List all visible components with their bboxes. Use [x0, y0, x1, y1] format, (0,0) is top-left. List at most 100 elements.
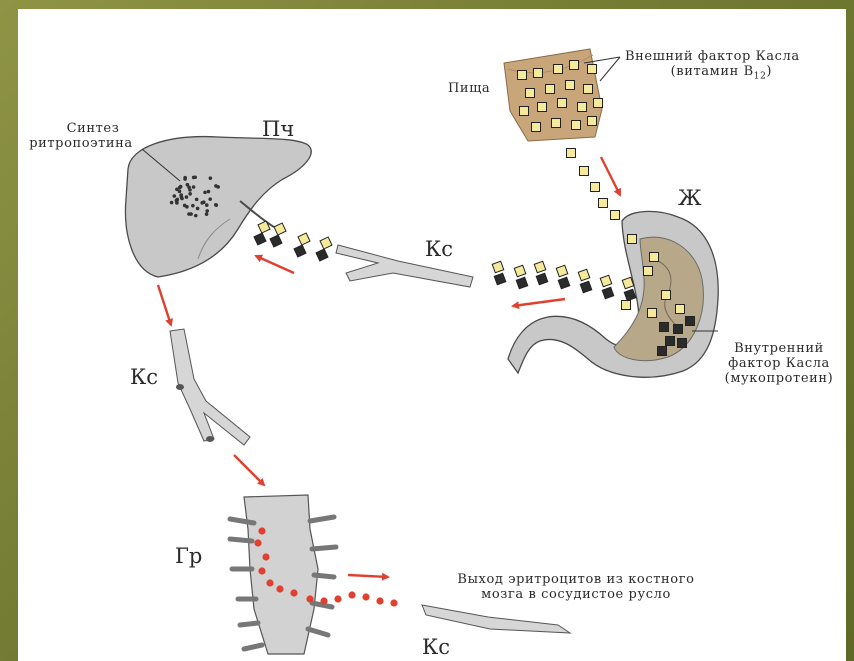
- vitamin-square: [520, 107, 529, 116]
- vitamin-square: [532, 123, 541, 132]
- vitamin-square: [572, 121, 581, 130]
- spine-illustration: [230, 495, 336, 654]
- synthesis-dot: [207, 190, 211, 194]
- erythrocyte-dot: [348, 591, 355, 598]
- stomach-label: Ж: [678, 186, 702, 210]
- vitamin-square: [580, 167, 589, 176]
- vitamin-square: [566, 81, 575, 90]
- vitamin-square: [518, 71, 527, 80]
- synthesis-dot: [214, 203, 218, 207]
- intrinsic-factor-square: [536, 273, 548, 285]
- vessel-left-label: Кс: [130, 365, 158, 389]
- synthesis-dot: [172, 194, 176, 198]
- liver-label: Пч: [262, 117, 294, 141]
- vitamin-square: [676, 305, 685, 314]
- synthesis-dot: [205, 203, 209, 207]
- liver-illustration: [125, 137, 311, 277]
- intrinsic-factor-square: [494, 273, 506, 285]
- synthesis-dot: [205, 209, 209, 213]
- vitamin-square: [584, 85, 593, 94]
- vitamin-square: [578, 269, 590, 281]
- internal-factor-label: Внутренний фактор Касла (мукопротеин): [712, 341, 846, 386]
- arrow-liver-to-vessel: [158, 285, 171, 325]
- erythrocyte-dot: [290, 589, 297, 596]
- intrinsic-factor-square: [558, 277, 570, 289]
- synthesis-dot: [203, 191, 207, 195]
- intrinsic-factor-square: [624, 289, 636, 301]
- intrinsic-factor-square: [660, 323, 669, 332]
- vitamin-square: [622, 301, 631, 310]
- erythrocyte-dot: [258, 567, 265, 574]
- erythrocyte-dot: [254, 539, 261, 546]
- vitamin-square: [538, 103, 547, 112]
- vessel-bottom-illustration: [422, 605, 570, 633]
- erythrocyte-dot: [362, 593, 369, 600]
- vitamin-square: [567, 149, 576, 158]
- intrinsic-factor-square: [270, 235, 282, 247]
- vitamin-square: [591, 183, 600, 192]
- arrow-vessel-to-marrow: [234, 455, 264, 485]
- vessel-bottom-label: Кс: [422, 635, 450, 659]
- intrinsic-factor-square: [666, 337, 675, 346]
- synthesis-dot: [189, 212, 193, 216]
- intrinsic-factor-square: [686, 317, 695, 326]
- erythrocyte-dot: [376, 597, 383, 604]
- vitamin-square: [552, 119, 561, 128]
- vitamin-square: [662, 291, 671, 300]
- vitamin-square: [546, 85, 555, 94]
- vitamin-square: [628, 235, 637, 244]
- vitamin-square: [578, 103, 587, 112]
- synthesis-dot: [186, 183, 190, 187]
- synthesis-dot: [188, 192, 192, 196]
- intrinsic-factor-square: [674, 325, 683, 334]
- synthesis-dot: [178, 190, 182, 194]
- intrinsic-factor-square: [516, 277, 528, 289]
- vitamin-square: [644, 267, 653, 276]
- vitamin-square: [556, 265, 568, 277]
- vitamin-square: [570, 61, 579, 70]
- vessel-left-illustration: [170, 329, 250, 445]
- vitamin-square: [594, 99, 603, 108]
- vitamin-square: [600, 275, 612, 287]
- synthesis-dot: [192, 185, 196, 189]
- erythropoietin-synthesis-label: Синтез ритропоэтина: [18, 121, 144, 151]
- erythrocyte-dot: [276, 585, 283, 592]
- vitamin-square: [650, 253, 659, 262]
- intrinsic-factor-square: [316, 249, 328, 261]
- intrinsic-factor-square: [602, 287, 614, 299]
- diagram-canvas: [18, 9, 846, 661]
- erythrocyte-dot: [306, 595, 313, 602]
- vitamin-square: [611, 211, 620, 220]
- synthesis-dot: [209, 176, 213, 180]
- vitamin-square: [648, 309, 657, 318]
- vitamin-square: [526, 89, 535, 98]
- vessel-top-label: Кс: [425, 237, 453, 261]
- vitamin-square: [588, 65, 597, 74]
- vitamin-square: [320, 237, 332, 249]
- synthesis-dot: [179, 185, 183, 189]
- synthesis-dot: [183, 176, 187, 180]
- erythrocyte-dot: [390, 599, 397, 606]
- external-factor-label: Внешний фактор Касла (витамин B12): [625, 49, 800, 85]
- arrow-food-to-stomach: [601, 157, 620, 195]
- synthesis-dot: [196, 207, 200, 211]
- erythrocyte-dot: [262, 553, 269, 560]
- vitamin-square: [274, 223, 286, 235]
- slide: Внешний фактор Касла (витамин B12) Пища …: [18, 9, 846, 661]
- intrinsic-factor-square: [678, 339, 687, 348]
- vitamin-square: [534, 261, 546, 273]
- erythrocyte-exit-label: Выход эритроцитов из костного мозга в со…: [426, 572, 726, 602]
- synthesis-dot: [180, 195, 184, 199]
- vitamin-square: [558, 99, 567, 108]
- vitamin-square: [599, 199, 608, 208]
- synthesis-dot: [185, 205, 189, 209]
- vitamin-square: [534, 69, 543, 78]
- intrinsic-factor-square: [294, 245, 306, 257]
- erythrocyte-dot: [258, 527, 265, 534]
- synthesis-dot: [170, 201, 174, 205]
- intrinsic-factor-square: [658, 347, 667, 356]
- synthesis-dot: [176, 198, 180, 202]
- arrow-marrow-to-exit: [348, 575, 388, 577]
- intrinsic-factor-square: [580, 281, 592, 293]
- arrow-stomach-to-vessel: [513, 299, 565, 306]
